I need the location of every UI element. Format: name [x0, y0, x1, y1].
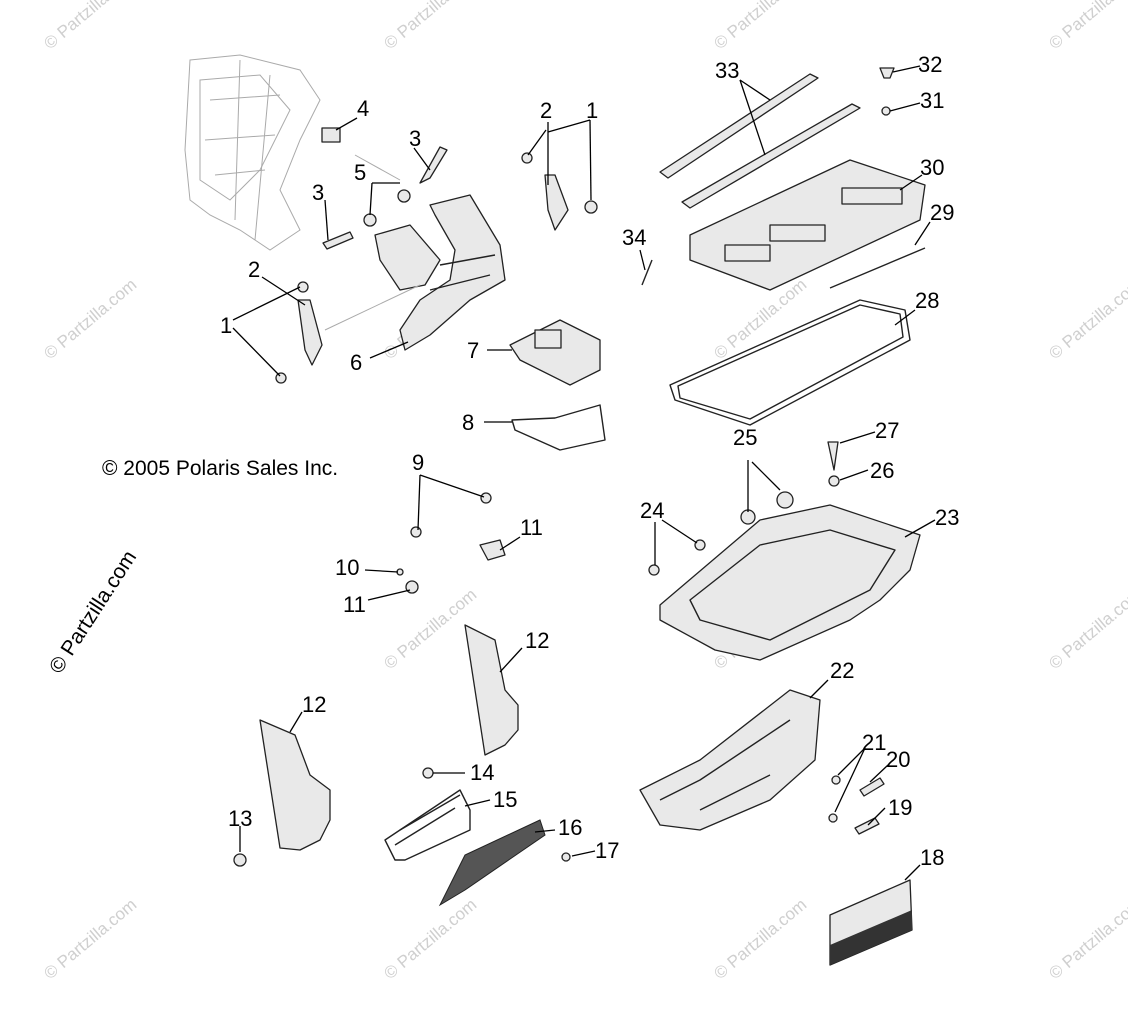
callout-14: 14: [470, 760, 494, 785]
badge-plate: [829, 879, 913, 966]
front-tray: [659, 504, 921, 661]
gasket: [669, 299, 911, 426]
callout-23: 23: [935, 505, 959, 530]
callout-28: 28: [915, 288, 939, 313]
seal-strips: [659, 73, 926, 289]
callout-32: 32: [918, 52, 942, 77]
storage-cover: [689, 159, 926, 291]
leader-lines: [232, 65, 936, 881]
callout-21: 21: [862, 730, 886, 755]
callout-12: 12: [302, 692, 326, 717]
screen-and-mesh: [384, 789, 546, 907]
callout-31: 31: [920, 88, 944, 113]
watermark: © Partzilla.com: [1045, 0, 1128, 53]
watermark: © Partzilla.com: [710, 0, 810, 53]
callout-3: 3: [409, 126, 421, 151]
callout-7: 7: [467, 338, 479, 363]
callout-13: 13: [228, 806, 252, 831]
front-bumper: [639, 689, 821, 831]
callout-18: 18: [920, 845, 944, 870]
callout-2: 2: [540, 98, 552, 123]
callout-5: 5: [354, 160, 366, 185]
side-panels: [259, 624, 519, 851]
watermark: © Partzilla.com: [1045, 585, 1128, 673]
watermark: © Partzilla.com: [1045, 895, 1128, 983]
callout-30: 30: [920, 155, 944, 180]
callout-9: 9: [412, 450, 424, 475]
watermark: © Partzilla.com: [40, 275, 140, 363]
watermark: © Partzilla.com: [40, 0, 140, 53]
callout-22: 22: [830, 658, 854, 683]
callout-20: 20: [886, 747, 910, 772]
callout-numbers: 1 2 3 3 4 5 6 7 8 9 10 11 11 12 12 13 14…: [220, 52, 959, 870]
callout-4: 4: [357, 96, 369, 121]
watermark: © Partzilla.com: [380, 895, 480, 983]
callout-2: 2: [248, 257, 260, 282]
callout-25: 25: [733, 425, 757, 450]
gasket-inner: [677, 304, 904, 420]
callout-24: 24: [640, 498, 664, 523]
callout-33: 33: [715, 58, 739, 83]
watermark: © Partzilla.com: [1045, 275, 1128, 363]
callout-10: 10: [335, 555, 359, 580]
module-and-plate: [509, 319, 606, 451]
callout-34: 34: [622, 225, 646, 250]
callout-12: 12: [525, 628, 549, 653]
callout-16: 16: [558, 815, 582, 840]
front-bracket: [324, 154, 506, 351]
fasteners: [233, 441, 885, 867]
callout-1: 1: [220, 313, 232, 338]
callout-27: 27: [875, 418, 899, 443]
callout-11: 11: [520, 515, 543, 540]
callout-15: 15: [493, 787, 517, 812]
callout-8: 8: [462, 410, 474, 435]
frame-illustration: [184, 54, 321, 251]
callout-3: 3: [312, 180, 324, 205]
watermark-large: © Partzilla.com: [45, 547, 141, 678]
callout-29: 29: [930, 200, 954, 225]
copyright-notice: © 2005 Polaris Sales Inc.: [102, 457, 338, 480]
watermarks: © Partzilla.com © Partzilla.com © Partzi…: [40, 0, 1128, 983]
watermark: © Partzilla.com: [710, 895, 810, 983]
hardware: [275, 67, 895, 384]
callout-19: 19: [888, 795, 912, 820]
watermark: © Partzilla.com: [380, 0, 480, 53]
callout-26: 26: [870, 458, 894, 483]
callout-1: 1: [586, 98, 598, 123]
callout-11: 11: [343, 592, 366, 617]
callout-6: 6: [350, 350, 362, 375]
callout-17: 17: [595, 838, 619, 863]
watermark: © Partzilla.com: [40, 895, 140, 983]
